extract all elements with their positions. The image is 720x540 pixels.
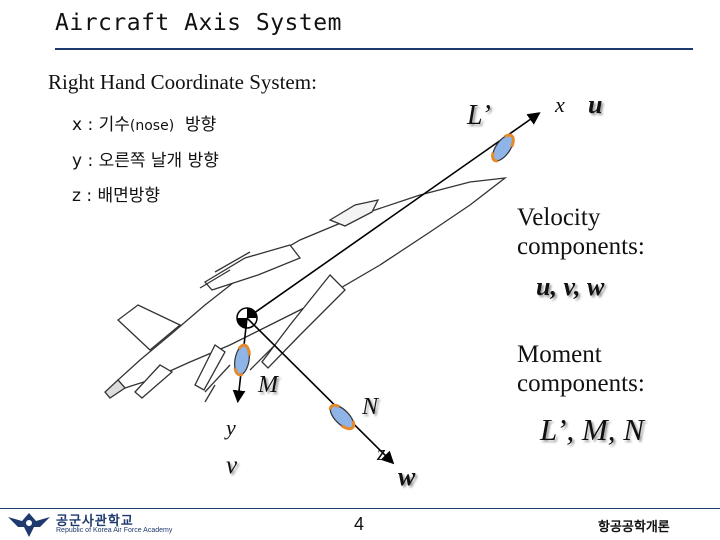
yaw-ring-icon bbox=[328, 403, 356, 431]
axis-z-definition: z : 배면방향 bbox=[72, 186, 161, 206]
axis-y-definition: y : 오른쪽 날개 방향 bbox=[72, 151, 219, 171]
axis-x-prefix: x : 기수 bbox=[72, 115, 130, 135]
academy-name-english: Republic of Korea Air Force Academy bbox=[56, 527, 173, 534]
x-axis-line bbox=[246, 112, 541, 319]
velocity-line1: Velocity bbox=[517, 204, 601, 231]
course-name: 항공공학개론 bbox=[598, 520, 670, 535]
page-number: 4 bbox=[354, 514, 365, 534]
footer-rule bbox=[0, 508, 720, 509]
academy-name-korean: 공군사관학교 bbox=[56, 514, 134, 529]
label-w: w bbox=[398, 462, 416, 491]
velocity-line2: components: bbox=[517, 233, 645, 260]
velocity-vars: u, v, w bbox=[536, 272, 605, 301]
subtitle: Right Hand Coordinate System: bbox=[48, 70, 317, 94]
velocity-heading: Velocity components: bbox=[517, 203, 645, 261]
academy-logo: 공군사관학교 Republic of Korea Air Force Acade… bbox=[0, 508, 190, 540]
label-z: z bbox=[377, 440, 386, 465]
axis-x-note: (nose) bbox=[129, 118, 175, 134]
aircraft-silhouette bbox=[104, 177, 508, 403]
axis-x-definition: x : 기수(nose) 방향 bbox=[72, 110, 216, 135]
axis-x-suffix: 방향 bbox=[184, 115, 217, 135]
roll-ring-icon bbox=[491, 133, 515, 163]
label-v: v bbox=[226, 452, 238, 479]
z-axis-line bbox=[246, 317, 395, 465]
eagle-emblem-icon bbox=[8, 513, 50, 537]
label-N: N bbox=[362, 394, 379, 420]
moment-line1: Moment bbox=[517, 341, 602, 368]
label-M: M bbox=[258, 372, 278, 398]
title-underline bbox=[55, 48, 693, 50]
moment-heading: Moment components: bbox=[517, 340, 645, 398]
slide-title: Aircraft Axis System bbox=[55, 10, 342, 36]
pitch-ring-icon bbox=[233, 343, 251, 377]
label-y: y bbox=[226, 415, 236, 440]
label-L: L’ bbox=[467, 100, 491, 131]
label-u: u bbox=[588, 90, 603, 119]
moment-vars: L’, M, N bbox=[540, 412, 644, 447]
label-x: x bbox=[555, 92, 565, 117]
moment-line2: components: bbox=[517, 370, 645, 397]
